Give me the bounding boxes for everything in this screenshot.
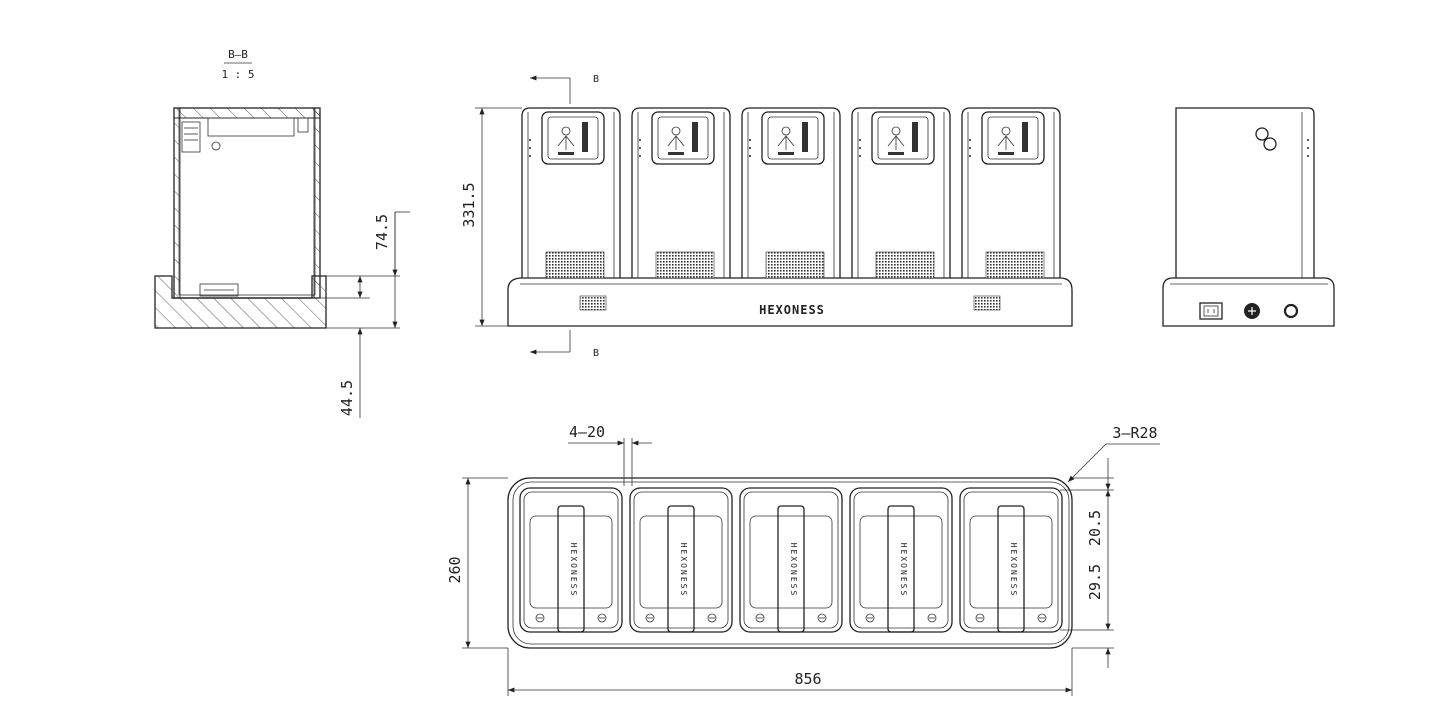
battery-icon xyxy=(667,126,685,150)
brand-logo: HEXONESS xyxy=(759,303,825,317)
front-bay xyxy=(851,107,951,279)
bay-brand-label: HEXONESS xyxy=(1009,543,1018,598)
bay-grille xyxy=(545,251,605,279)
front-bays xyxy=(521,107,1061,279)
section-label: B—B xyxy=(228,48,248,61)
top-bay: HEXONESS xyxy=(959,487,1063,633)
dim-lower: 44.5 xyxy=(338,380,356,416)
side-body xyxy=(1175,107,1315,278)
battery-icon xyxy=(997,126,1015,150)
side-base xyxy=(1162,277,1335,327)
front-bay xyxy=(521,107,621,279)
bay-brand-label: HEXONESS xyxy=(679,543,688,598)
front-bay xyxy=(631,107,731,279)
bay-grille xyxy=(655,251,715,279)
section-view-b-b: B—B 1 : 5 74.5 44.5 xyxy=(154,48,410,418)
battery-icon xyxy=(777,126,795,150)
bay-grille xyxy=(985,251,1045,279)
front-bay xyxy=(741,107,841,279)
front-view: B B HEXONESS 331.5 xyxy=(460,74,1073,359)
battery-icon xyxy=(887,126,905,150)
section-base xyxy=(154,275,327,329)
bay-grille xyxy=(765,251,825,279)
top-bay: HEXONESS xyxy=(739,487,843,633)
top-bay: HEXONESS xyxy=(849,487,953,633)
bay-brand-label: HEXONESS xyxy=(569,543,578,598)
fan-icon xyxy=(1244,303,1260,319)
dim-spacing: 4—20 xyxy=(569,423,605,441)
vent-right xyxy=(973,295,1001,311)
top-bays: HEXONESS HEXONESS HEXONESS HEXONESS HEXONESS xyxy=(519,487,1063,633)
side-view xyxy=(1162,107,1335,327)
section-body xyxy=(173,107,321,299)
bay-brand-label: HEXONESS xyxy=(789,543,798,598)
section-scale: 1 : 5 xyxy=(221,68,254,81)
battery-icon xyxy=(557,126,575,150)
marker-bottom: B xyxy=(593,348,599,359)
top-bay: HEXONESS xyxy=(519,487,623,633)
power-socket-icon xyxy=(1199,302,1223,320)
power-button-icon xyxy=(1283,303,1299,319)
dim-height-total: 331.5 xyxy=(460,182,478,227)
bay-brand-label: HEXONESS xyxy=(899,543,908,598)
dim-depth: 260 xyxy=(446,556,464,583)
dim-width: 856 xyxy=(794,670,821,688)
dim-upper: 74.5 xyxy=(373,214,391,250)
link-icon xyxy=(1255,127,1277,151)
front-bay xyxy=(961,107,1061,279)
dim-radius: 3—R28 xyxy=(1112,424,1157,442)
top-bay: HEXONESS xyxy=(629,487,733,633)
bay-grille xyxy=(875,251,935,279)
top-outline xyxy=(507,477,1073,649)
dim-offset-a: 20.5 xyxy=(1086,510,1104,546)
vent-left xyxy=(579,295,607,311)
marker-top: B xyxy=(593,74,599,85)
dim-offset-b: 29.5 xyxy=(1086,564,1104,600)
